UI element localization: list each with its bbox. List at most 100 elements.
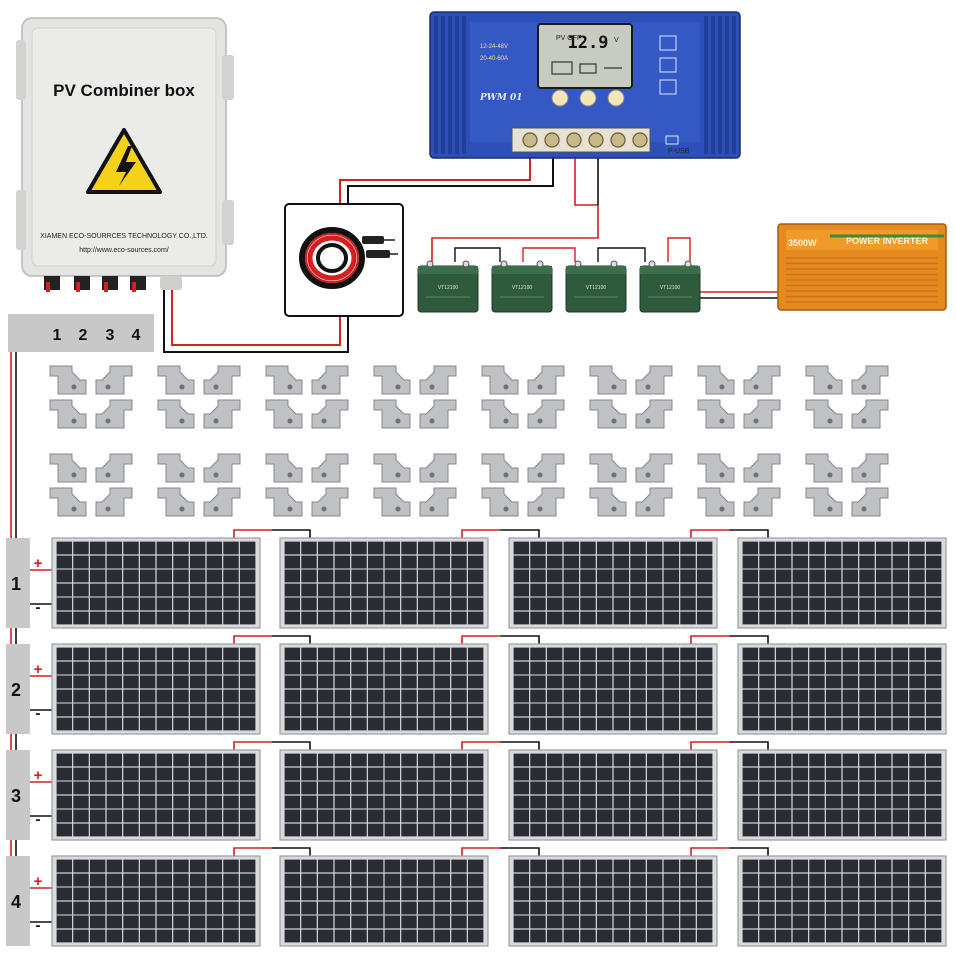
bracket-group <box>589 365 673 429</box>
z-bracket <box>851 365 889 395</box>
panel-string-2: 2+- <box>6 635 947 735</box>
bracket-group <box>373 365 457 429</box>
z-bracket <box>635 453 673 483</box>
combiner-maker: XIAMEN ECO-SOURRCES TECHNOLOGY CO.,LTD. <box>40 233 208 240</box>
solar-panel <box>51 643 261 735</box>
z-bracket <box>805 365 843 395</box>
z-bracket <box>589 365 627 395</box>
lcd-panel-icon <box>551 61 573 75</box>
z-bracket <box>203 399 241 429</box>
battery-label: VT12100 <box>438 285 459 291</box>
controller-button-1[interactable] <box>551 89 569 107</box>
z-bracket <box>481 453 519 483</box>
z-bracket <box>49 487 87 517</box>
z-bracket <box>311 453 349 483</box>
heatsink-fin <box>441 16 445 154</box>
z-bracket <box>265 365 303 395</box>
inverter-power: 3500W <box>788 238 817 248</box>
z-bracket <box>203 487 241 517</box>
solar-panel <box>279 643 489 735</box>
z-bracket <box>743 487 781 517</box>
z-bracket <box>589 399 627 429</box>
z-bracket <box>481 487 519 517</box>
bracket-group <box>265 453 349 517</box>
solar-panel <box>279 537 489 629</box>
z-bracket <box>265 399 303 429</box>
controller-button-3[interactable] <box>607 89 625 107</box>
controller-mosfet-icons <box>659 35 677 95</box>
usb-port-icon <box>665 135 679 145</box>
battery-2: VT12100 <box>491 260 553 313</box>
solar-panel <box>51 749 261 841</box>
z-bracket <box>527 453 565 483</box>
combiner-input-4: 4 <box>132 327 141 344</box>
z-bracket <box>311 365 349 395</box>
z-bracket <box>481 399 519 429</box>
string-number: 3 <box>11 786 21 806</box>
heatsink-fin <box>732 16 736 154</box>
z-bracket <box>157 399 195 429</box>
mounting-brackets <box>49 365 889 517</box>
bracket-group <box>373 453 457 517</box>
terminal-screw <box>610 132 626 148</box>
string-label-block <box>6 856 30 946</box>
z-bracket <box>419 487 457 517</box>
bracket-group <box>49 365 133 429</box>
z-bracket <box>203 365 241 395</box>
solar-panel <box>508 749 718 841</box>
solar-panel <box>51 537 261 629</box>
heatsink-fin <box>725 16 729 154</box>
solar-panel <box>51 855 261 947</box>
combiner-glands <box>44 276 182 292</box>
battery-4: VT12100 <box>639 260 701 313</box>
panel-string-3: 3+- <box>6 741 947 841</box>
bracket-group <box>697 365 781 429</box>
combiner-input-1: 1 <box>53 327 62 344</box>
controller-lcd-unit: V <box>614 37 619 44</box>
z-bracket <box>589 453 627 483</box>
z-bracket <box>157 487 195 517</box>
pv-combiner-box: PV Combiner box XIAMEN ECO-SOURRCES TECH… <box>8 17 234 352</box>
z-bracket <box>805 487 843 517</box>
z-bracket <box>373 365 411 395</box>
solar-panel <box>508 537 718 629</box>
z-bracket <box>805 399 843 429</box>
z-bracket <box>157 365 195 395</box>
z-bracket <box>527 365 565 395</box>
battery-label: VT12100 <box>512 285 533 291</box>
terminal-screw <box>522 132 538 148</box>
controller-button-2[interactable] <box>579 89 597 107</box>
z-bracket <box>419 399 457 429</box>
z-bracket <box>851 399 889 429</box>
lcd-battery-icon <box>579 63 597 74</box>
controller-usb-label: P-USB <box>668 148 690 155</box>
bracket-group <box>805 453 889 517</box>
z-bracket <box>481 365 519 395</box>
z-bracket <box>95 453 133 483</box>
z-bracket <box>635 399 673 429</box>
bracket-group <box>589 453 673 517</box>
solar-panel <box>737 749 947 841</box>
solar-panel <box>279 855 489 947</box>
heatsink-fin <box>455 16 459 154</box>
battery-bank: VT12100 VT12100 VT12100 VT12100 <box>417 260 701 313</box>
battery-label: VT12100 <box>586 285 607 291</box>
z-bracket <box>95 365 133 395</box>
solar-panel <box>737 643 947 735</box>
string-minus: - <box>36 917 41 934</box>
string-number: 2 <box>11 680 21 700</box>
bracket-group <box>49 453 133 517</box>
cable-coil-inset <box>284 203 404 317</box>
heatsink-fin <box>711 16 715 154</box>
z-bracket <box>743 453 781 483</box>
solar-panel <box>279 749 489 841</box>
solar-panel-array: 1+-2+-3+-4+- <box>6 529 947 947</box>
heatsink-fin <box>704 16 708 154</box>
bracket-group <box>157 365 241 429</box>
bracket-group <box>481 453 565 517</box>
string-minus: - <box>36 705 41 722</box>
string-label-block <box>6 750 30 840</box>
string-number: 4 <box>11 892 21 912</box>
bracket-group <box>265 365 349 429</box>
bracket-group <box>697 453 781 517</box>
